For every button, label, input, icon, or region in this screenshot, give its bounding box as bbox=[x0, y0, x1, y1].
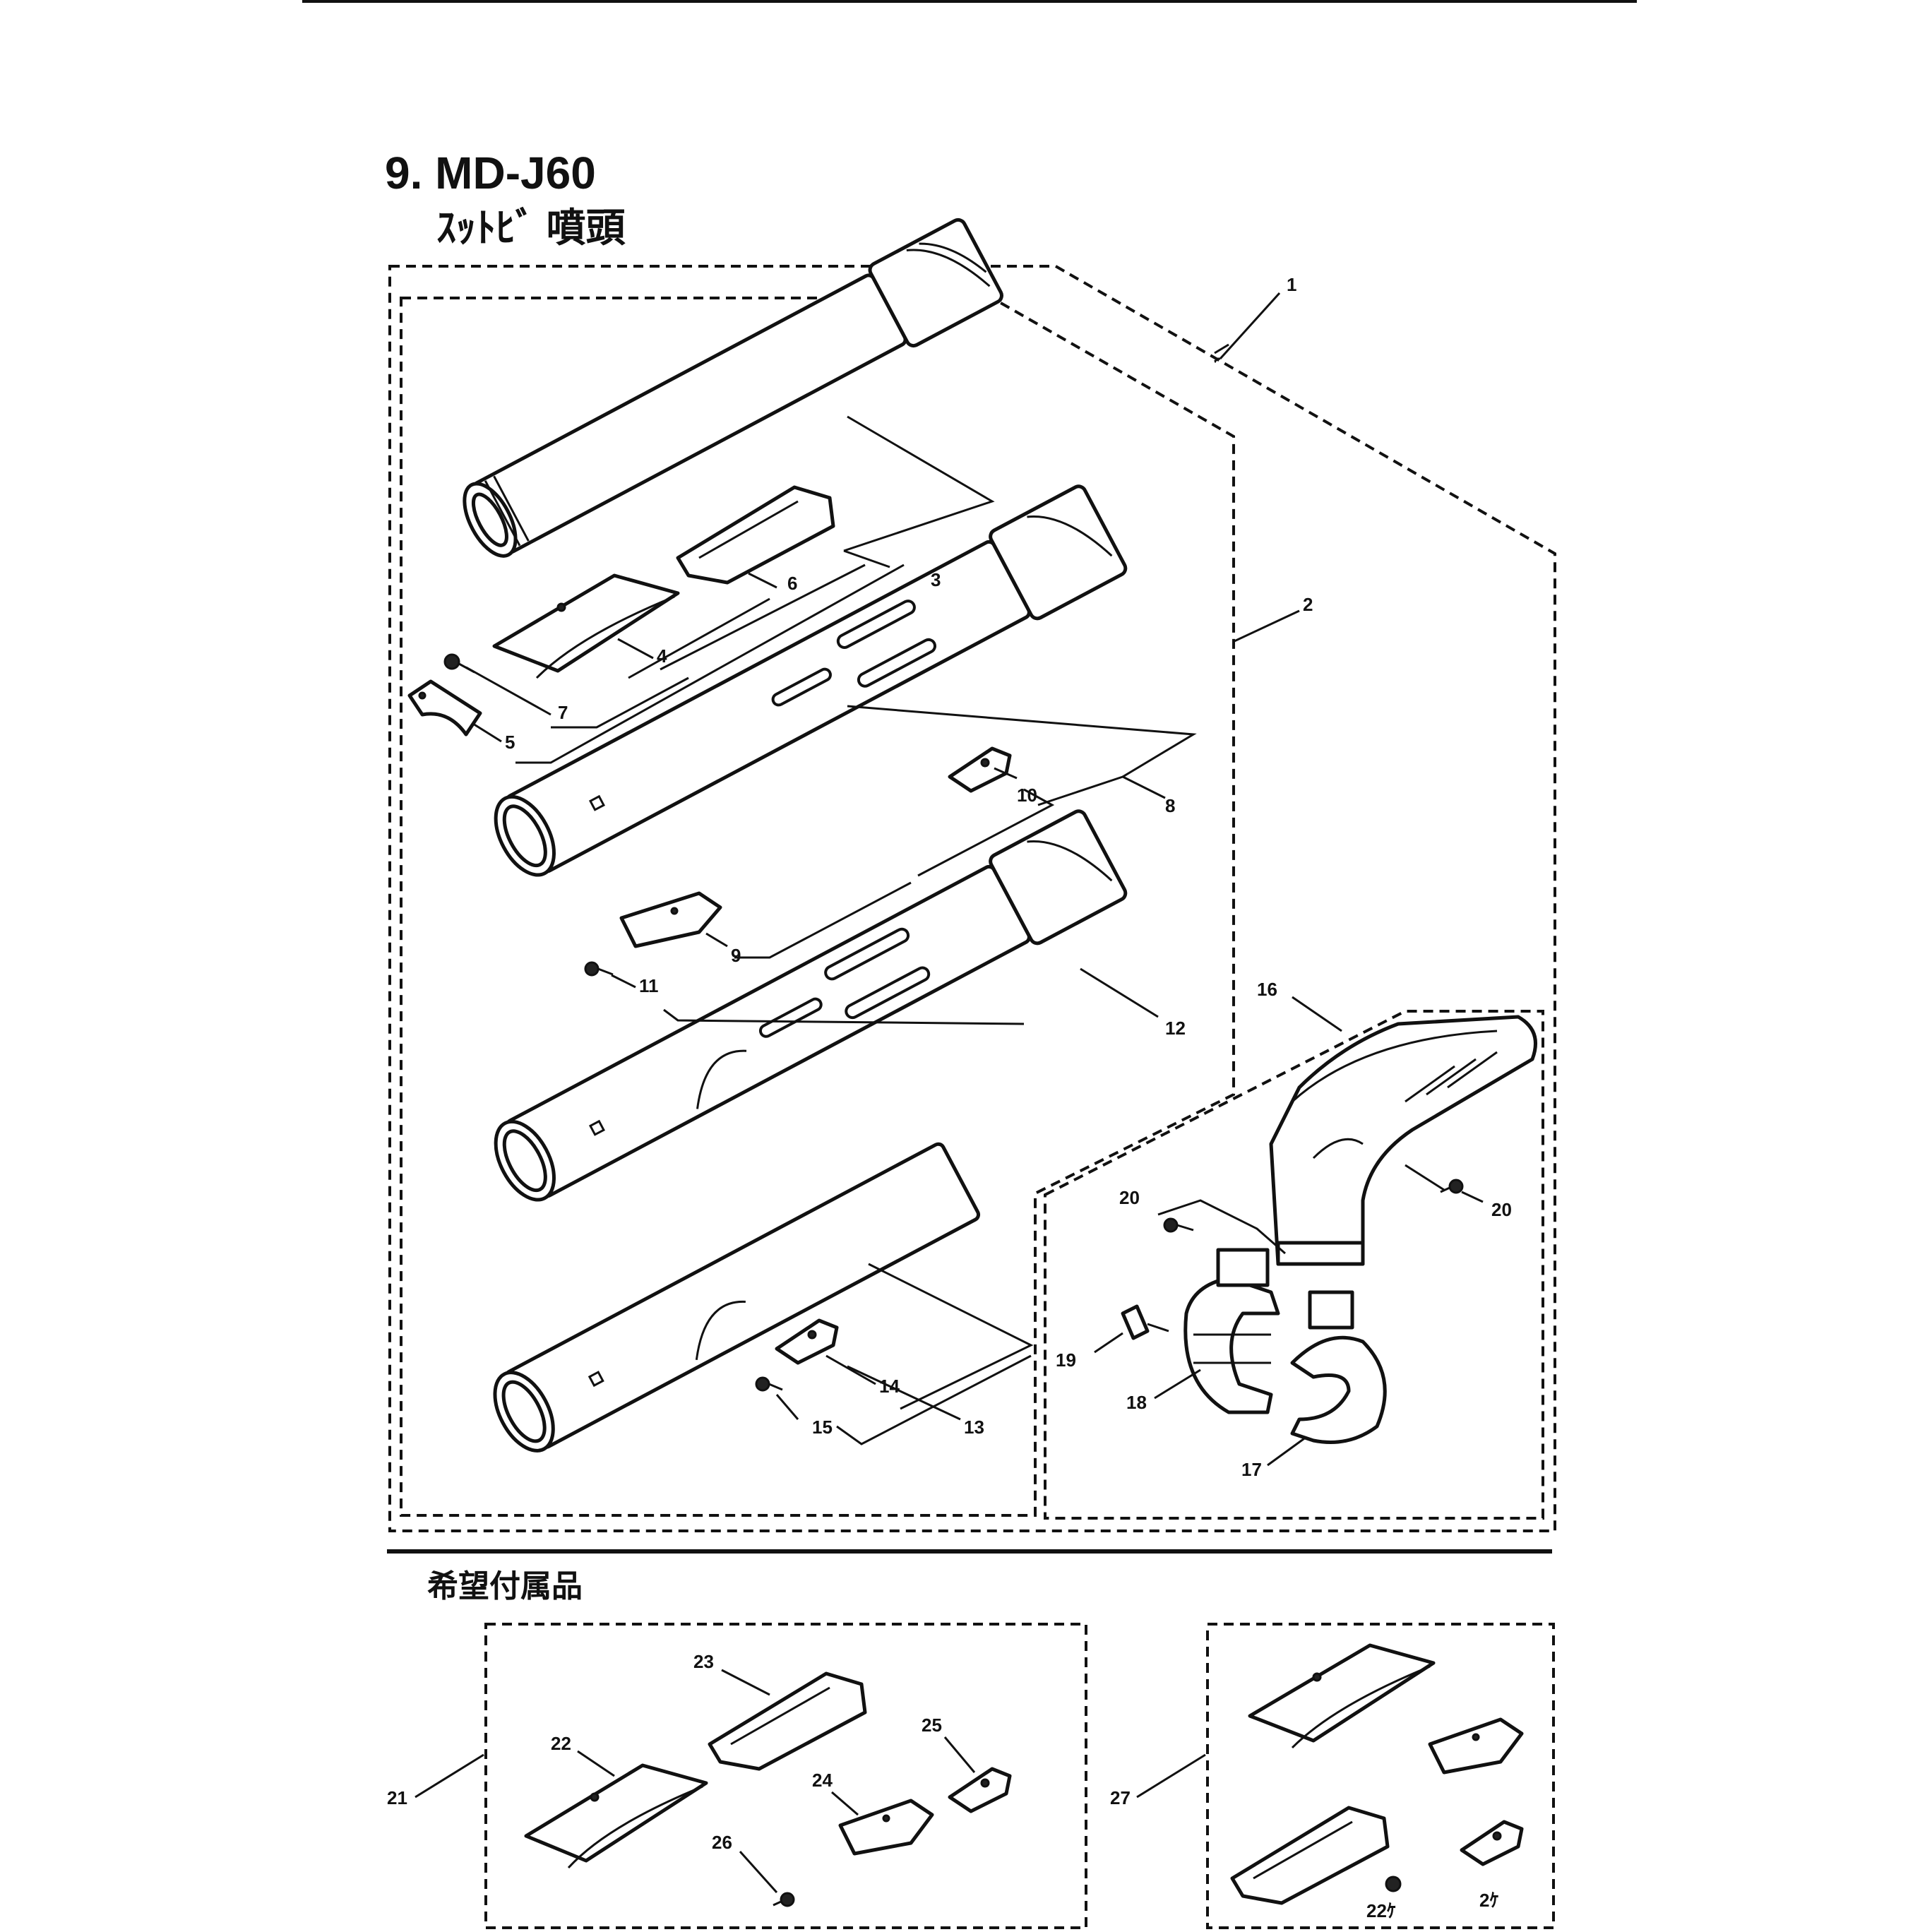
callout-labels: 1 2 3 6 4 7 5 10 8 9 11 12 14 13 15 16 2… bbox=[387, 274, 1512, 1921]
kit-27-clip-lower bbox=[1230, 1806, 1390, 1905]
part-10 bbox=[948, 746, 1012, 793]
part-15-screw bbox=[755, 1376, 783, 1392]
callout-20-right: 20 bbox=[1491, 1199, 1512, 1220]
callout-24: 24 bbox=[812, 1770, 833, 1791]
quantity-note-1: 22ｹ bbox=[1366, 1900, 1396, 1921]
part-17-clamp bbox=[1290, 1290, 1387, 1444]
assembly-2-boundary bbox=[400, 297, 1235, 1517]
callout-21: 21 bbox=[387, 1787, 407, 1808]
kit-27-bracket bbox=[1460, 1820, 1524, 1866]
part-20-screw-right bbox=[1440, 1179, 1464, 1194]
callout-3: 3 bbox=[931, 569, 941, 590]
callout-20-left: 20 bbox=[1119, 1187, 1140, 1208]
callout-12: 12 bbox=[1165, 1018, 1186, 1039]
part-26-screw bbox=[773, 1892, 795, 1907]
part-5 bbox=[407, 679, 482, 737]
page-title: 9. MD-J60 bbox=[385, 148, 596, 198]
callout-22: 22 bbox=[551, 1733, 571, 1754]
part-24 bbox=[838, 1799, 934, 1856]
kit-27-screw bbox=[1385, 1876, 1402, 1892]
leader-lines bbox=[415, 292, 1484, 1894]
kit-27-cover bbox=[1248, 1643, 1436, 1749]
part-25 bbox=[948, 1767, 1012, 1813]
part-18-clamp bbox=[1183, 1248, 1280, 1414]
callout-10: 10 bbox=[1017, 785, 1037, 806]
assembly-16-boundary bbox=[1044, 1010, 1544, 1520]
callout-14: 14 bbox=[879, 1376, 900, 1397]
callout-2: 2 bbox=[1303, 594, 1313, 615]
pipe-8 bbox=[494, 484, 1128, 877]
part-22 bbox=[524, 1763, 708, 1869]
part-19-knob bbox=[1121, 1304, 1169, 1340]
accessory-section-heading: 希望付属品 bbox=[427, 1568, 583, 1604]
callout-9: 9 bbox=[731, 945, 741, 966]
callout-13: 13 bbox=[964, 1417, 984, 1438]
callout-19: 19 bbox=[1056, 1349, 1076, 1371]
callout-7: 7 bbox=[558, 702, 568, 723]
part-20-screw-left bbox=[1163, 1217, 1194, 1233]
pipe-3 bbox=[463, 217, 1003, 558]
callout-18: 18 bbox=[1126, 1392, 1147, 1413]
callout-23: 23 bbox=[693, 1651, 714, 1672]
page-subtitle: ｽｯﾄﾋﾞ 噴頭 bbox=[436, 205, 626, 250]
part-14 bbox=[775, 1318, 839, 1365]
part-6 bbox=[676, 485, 835, 585]
quantity-note-2: 2ｹ bbox=[1479, 1890, 1498, 1911]
callout-15: 15 bbox=[812, 1417, 833, 1438]
kit-27-clip-upper bbox=[1428, 1717, 1524, 1775]
part-9 bbox=[619, 891, 722, 948]
callout-26: 26 bbox=[712, 1832, 732, 1853]
callout-16: 16 bbox=[1257, 979, 1277, 1000]
callout-1: 1 bbox=[1287, 274, 1296, 295]
pipe-12 bbox=[494, 809, 1128, 1202]
callout-5: 5 bbox=[505, 732, 515, 753]
callout-11: 11 bbox=[639, 975, 659, 996]
part-11-screw bbox=[584, 961, 614, 977]
callout-27: 27 bbox=[1110, 1787, 1131, 1808]
pipe-13 bbox=[493, 1142, 981, 1453]
kit-21-boundary bbox=[484, 1623, 1087, 1929]
callout-17: 17 bbox=[1241, 1459, 1262, 1480]
part-16-nozzle bbox=[1269, 1015, 1537, 1266]
part-23 bbox=[708, 1671, 867, 1771]
part-4 bbox=[492, 573, 680, 679]
callout-4: 4 bbox=[657, 645, 667, 667]
callout-6: 6 bbox=[787, 573, 797, 594]
callout-25: 25 bbox=[922, 1715, 942, 1736]
callout-8: 8 bbox=[1165, 795, 1175, 816]
